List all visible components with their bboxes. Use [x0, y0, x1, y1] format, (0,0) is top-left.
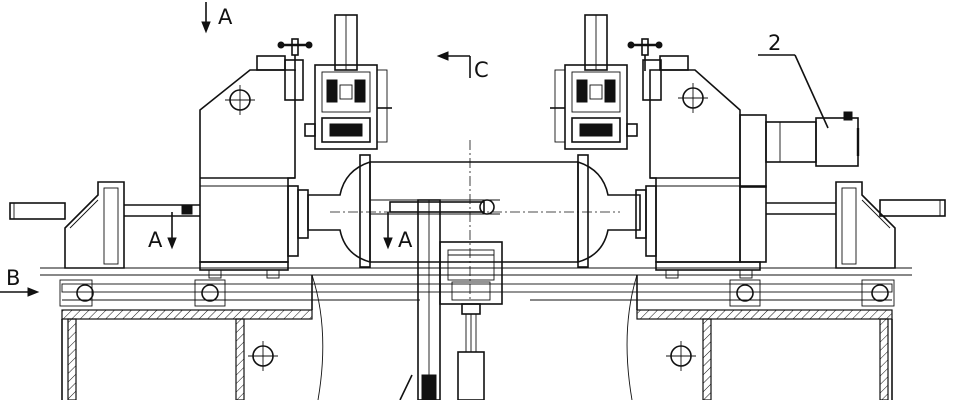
right-outer-shaft	[766, 181, 946, 269]
base-center-mark-right	[665, 340, 697, 372]
drive-motor	[765, 111, 860, 167]
right-headstock-center-mark	[677, 82, 709, 114]
label-view-b: B	[6, 266, 20, 290]
center-lift-column	[399, 199, 503, 400]
left-headstock	[199, 55, 309, 279]
left-handwheel-icon	[276, 37, 314, 73]
left-outer-shaft	[9, 181, 200, 269]
foot-details	[59, 279, 895, 307]
section-marker-a-left: A	[148, 212, 177, 252]
workpiece-drum	[307, 140, 641, 300]
label-view-a-center: A	[398, 228, 413, 252]
base-center-mark-left	[247, 340, 279, 372]
section-marker-c: C	[436, 51, 489, 82]
left-headstock-center-mark	[224, 84, 256, 116]
left-clamp-unit	[304, 14, 392, 150]
part-callout-2: 2	[758, 31, 829, 129]
base-frame	[40, 267, 912, 400]
label-view-c: C	[474, 58, 489, 82]
label-part-2: 2	[768, 31, 781, 55]
right-clamp-unit	[550, 14, 638, 150]
section-marker-a-center: A	[383, 212, 413, 252]
label-view-a-top: A	[218, 5, 233, 29]
section-marker-b: B	[0, 266, 40, 297]
right-handwheel-icon	[626, 37, 664, 73]
section-marker-a-top: A	[201, 2, 233, 34]
right-headstock	[635, 55, 767, 279]
label-view-a-left: A	[148, 228, 163, 252]
